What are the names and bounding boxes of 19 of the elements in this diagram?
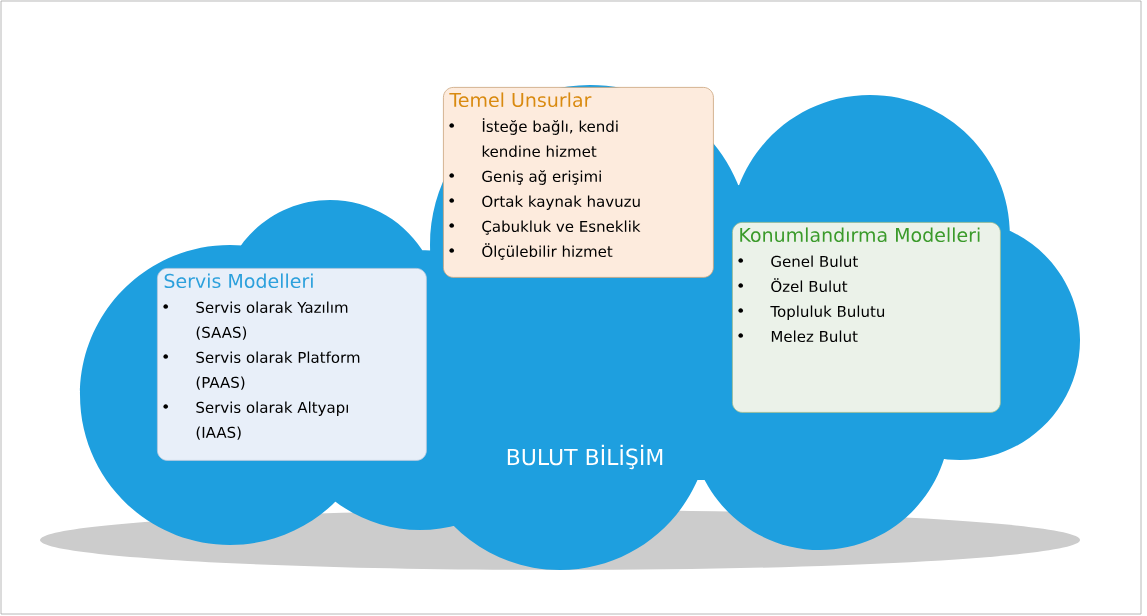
info-box (443, 87, 714, 278)
bullet-item: Özel Bulut (738, 278, 848, 293)
bullet-item: Ortak kaynak havuzu (449, 195, 640, 210)
box-heading: Konumlandırma Modelleri (740, 227, 980, 243)
cloud-title: BULUT BİLİŞİM (507, 444, 663, 470)
bullet-item: Çabukluk ve Esneklik (449, 220, 641, 235)
bullet-item: İsteğe bağlı, kendi kendine hizmet (449, 118, 618, 158)
box-heading: Servis Modelleri (164, 273, 313, 289)
bullet-item: Topluluk Bulutu (738, 305, 885, 320)
bullet-item: Melez Bulut (738, 330, 858, 343)
bullet-item: Servis olarak Altyapı (IAAS) (163, 401, 348, 440)
bullet-item: Geniş ağ erişimi (449, 170, 601, 185)
box-heading: Temel Unsurlar (449, 92, 592, 108)
bullet-item: Servis olarak Yazılım (SAAS) (163, 301, 348, 340)
info-box (732, 222, 1001, 413)
info-box (157, 268, 427, 461)
bullet-item: Ölçülebilir hizmet (449, 243, 613, 260)
bullet-item: Genel Bulut (738, 255, 858, 268)
bullet-item: Servis olarak Platform (PAAS) (163, 351, 360, 390)
